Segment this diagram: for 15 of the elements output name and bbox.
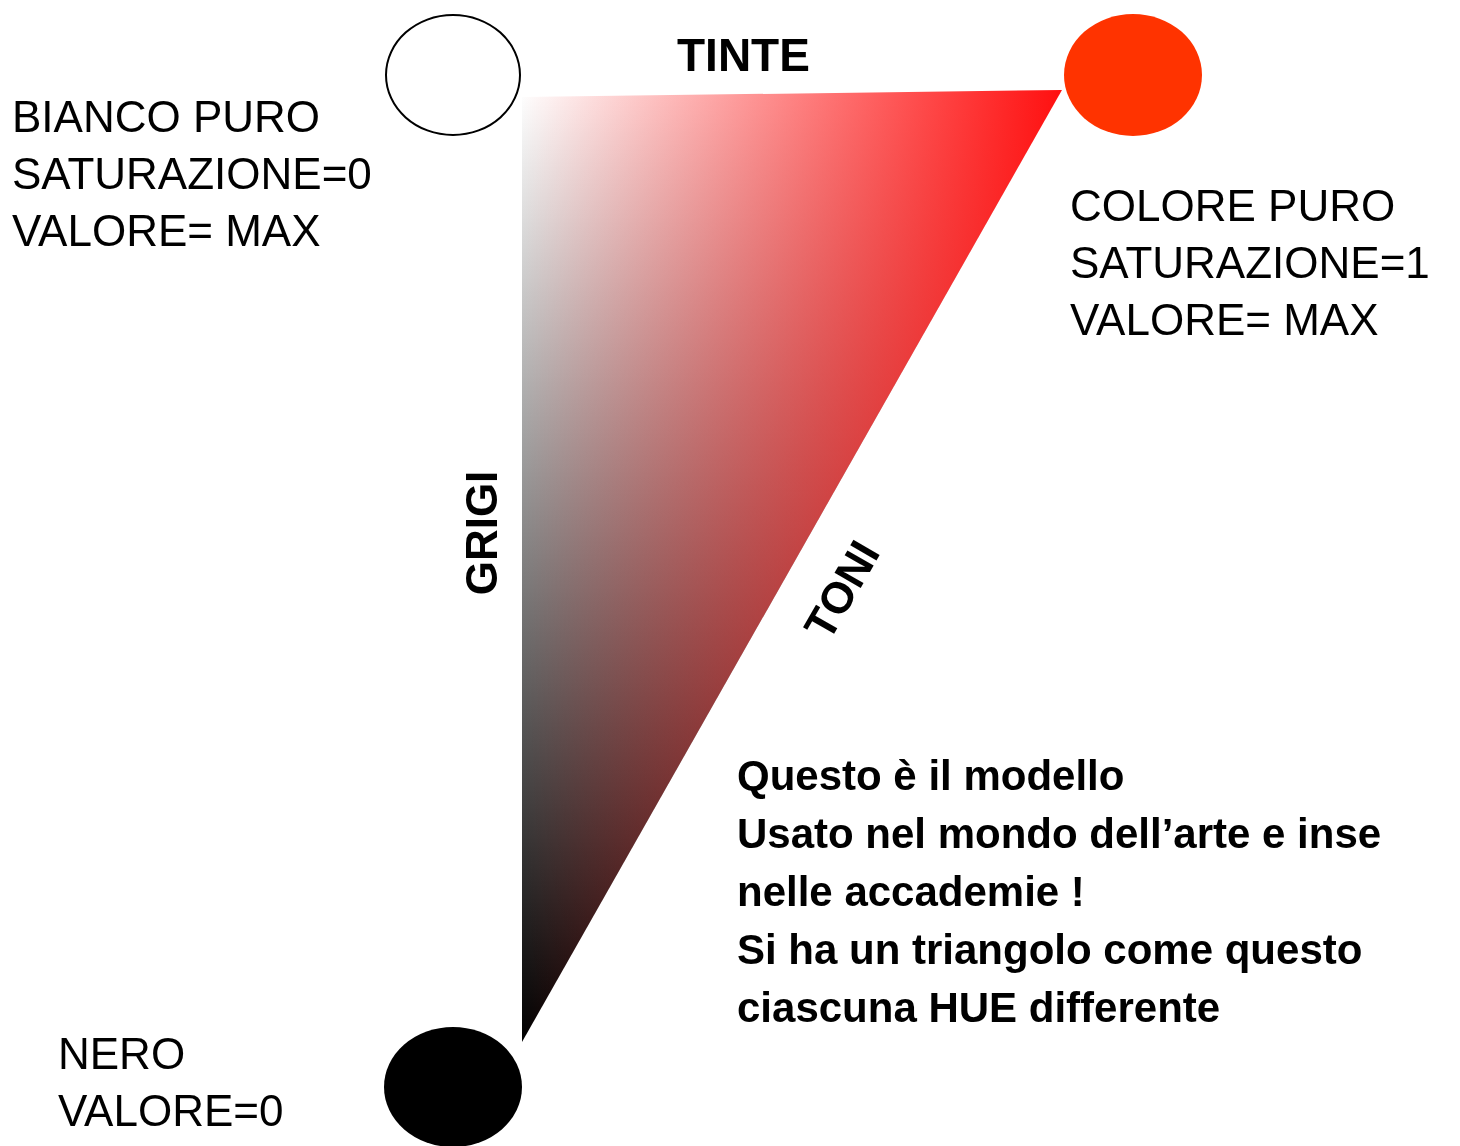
caption-text: VALORE= MAX bbox=[12, 205, 321, 257]
note-text: Si ha un triangolo come questo bbox=[737, 926, 1363, 974]
caption-text: SATURAZIONE=1 bbox=[1070, 237, 1430, 289]
note-text: ciascuna HUE differente bbox=[737, 984, 1221, 1032]
caption-text: COLORE PURO bbox=[1070, 180, 1396, 232]
caption-text: NERO bbox=[58, 1028, 186, 1080]
caption-text: BIANCO PURO bbox=[12, 91, 321, 143]
side-label: TINTE bbox=[677, 28, 810, 82]
note-text: Questo è il modello bbox=[737, 752, 1125, 800]
note-text: Usato nel mondo dell’arte e inse bbox=[737, 810, 1382, 858]
note-text: nelle accademie ! bbox=[737, 868, 1085, 916]
side-label: GRIGI bbox=[457, 470, 508, 596]
caption-text: SATURAZIONE=0 bbox=[12, 148, 372, 200]
caption-text: VALORE= MAX bbox=[1070, 294, 1379, 346]
caption-text: VALORE=0 bbox=[58, 1085, 284, 1137]
